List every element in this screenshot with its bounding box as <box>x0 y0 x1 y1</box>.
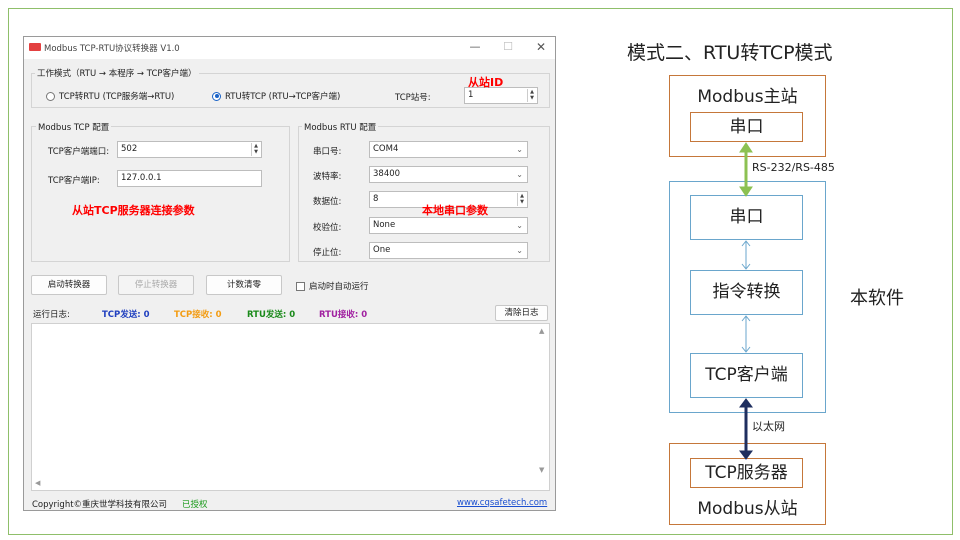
rtu-config-group <box>298 126 550 262</box>
autostart-label: 启动时自动运行 <box>309 282 369 292</box>
tcp-ip-label: TCP客户端IP: <box>48 176 100 186</box>
serial-port-value: COM4 <box>373 144 399 154</box>
mode-group <box>31 73 550 108</box>
master-serial-box: 串口 <box>690 112 803 142</box>
parity-value: None <box>373 220 396 230</box>
app-icon <box>29 43 41 51</box>
diagram-heading: 模式二、RTU转TCP模式 <box>627 42 833 64</box>
start-button[interactable]: 启动转换器 <box>31 275 107 295</box>
station-label: TCP站号: <box>395 93 431 103</box>
rtu-config-title: Modbus RTU 配置 <box>302 121 379 133</box>
autostart-checkbox[interactable]: 启动时自动运行 <box>296 280 369 292</box>
tcp-sent-counter: TCP发送: 0 <box>102 310 150 320</box>
radio-tcp-to-rtu[interactable]: TCP转RTU (TCP服务端→RTU) <box>46 90 174 102</box>
scroll-up-icon[interactable]: ▲ <box>539 327 545 335</box>
serial-port-select[interactable]: COM4 ⌄ <box>369 141 528 158</box>
master-title: Modbus主站 <box>697 87 798 107</box>
chevron-down-icon: ⌄ <box>516 221 523 230</box>
tcp-port-input[interactable]: 502 ▲▼ <box>117 141 262 158</box>
close-button[interactable]: ✕ <box>535 40 547 54</box>
minimize-button[interactable]: — <box>469 40 481 53</box>
license-status: 已授权 <box>182 500 208 510</box>
command-convert-box: 指令转换 <box>690 270 803 315</box>
rtu-sent-counter: RTU发送: 0 <box>247 310 296 320</box>
clear-log-button[interactable]: 清除日志 <box>495 305 548 321</box>
baud-select[interactable]: 38400 ⌄ <box>369 166 528 183</box>
status-bar: Copyright©重庆世学科技有限公司 已授权 www.cqsafetech.… <box>24 495 555 512</box>
slave-title: Modbus从站 <box>697 499 798 519</box>
tcp-ip-input[interactable]: 127.0.0.1 <box>117 170 262 187</box>
tcp-recv-counter: TCP接收: 0 <box>174 310 222 320</box>
tcp-client-box: TCP客户端 <box>690 353 803 398</box>
parity-select[interactable]: None ⌄ <box>369 217 528 234</box>
log-textarea[interactable]: ▲ ▼ ◀ <box>31 323 550 491</box>
databits-value: 8 <box>373 194 379 204</box>
baud-value: 38400 <box>373 169 401 179</box>
annotation-tcp-params: 从站TCP服务器连接参数 <box>72 204 195 217</box>
databits-label: 数据位: <box>313 197 342 207</box>
software-serial-box: 串口 <box>690 195 803 240</box>
radio-on-icon <box>212 91 221 101</box>
scroll-down-icon[interactable]: ▼ <box>539 466 545 474</box>
ethernet-label: 以太网 <box>752 420 785 433</box>
spinner-icon[interactable]: ▲▼ <box>517 193 526 206</box>
annotation-serial-params: 本地串口参数 <box>422 204 488 217</box>
databits-input[interactable]: 8 ▲▼ <box>369 191 528 208</box>
window-title: Modbus TCP-RTU协议转换器 V1.0 <box>44 44 180 54</box>
station-input[interactable]: 1 ▲▼ <box>464 87 538 104</box>
chevron-down-icon: ⌄ <box>516 246 523 255</box>
slide-frame <box>8 8 953 535</box>
serial-port-label: 串口号: <box>313 147 342 157</box>
tcp-ip-value: 127.0.0.1 <box>121 173 162 183</box>
annotation-slave-id: 从站ID <box>468 76 504 89</box>
tcp-server-label: TCP服务器 <box>705 463 788 483</box>
scroll-left-icon[interactable]: ◀ <box>35 479 41 487</box>
rs485-label: RS-232/RS-485 <box>752 161 835 174</box>
baud-label: 波特率: <box>313 172 342 182</box>
stopbits-select[interactable]: One ⌄ <box>369 242 528 259</box>
vertical-scrollbar[interactable]: ▲ ▼ <box>536 324 549 490</box>
log-label: 运行日志: <box>33 310 70 320</box>
stopbits-value: One <box>373 245 391 255</box>
parity-label: 校验位: <box>313 223 342 233</box>
mode-group-title: 工作模式（RTU → 本程序 → TCP客户端） <box>35 67 199 79</box>
tcp-client-label: TCP客户端 <box>705 365 788 385</box>
tcp-port-value: 502 <box>121 144 138 154</box>
station-value: 1 <box>468 90 474 100</box>
copyright-text: Copyright©重庆世学科技有限公司 <box>32 500 168 510</box>
radio-rtu-to-tcp[interactable]: RTU转TCP (RTU→TCP客户端) <box>212 90 340 102</box>
tcp-port-label: TCP客户端端口: <box>48 147 110 157</box>
maximize-button[interactable]: ☐ <box>503 40 513 53</box>
stop-button[interactable]: 停止转换器 <box>118 275 194 295</box>
stopbits-label: 停止位: <box>313 248 342 258</box>
software-serial-label: 串口 <box>729 207 764 227</box>
rtu-recv-counter: RTU接收: 0 <box>319 310 368 320</box>
title-bar: Modbus TCP-RTU协议转换器 V1.0 — ☐ ✕ <box>24 37 555 59</box>
tcp-config-group <box>31 126 290 262</box>
radio-off-icon <box>46 91 55 101</box>
tcp-config-title: Modbus TCP 配置 <box>36 121 112 133</box>
master-serial-label: 串口 <box>729 117 764 137</box>
radio-rtu-to-tcp-label: RTU转TCP (RTU→TCP客户端) <box>225 92 341 102</box>
software-label: 本软件 <box>850 288 904 309</box>
app-window: Modbus TCP-RTU协议转换器 V1.0 — ☐ ✕ 工作模式（RTU … <box>23 36 556 511</box>
checkbox-icon <box>296 281 305 291</box>
radio-tcp-to-rtu-label: TCP转RTU (TCP服务端→RTU) <box>59 92 175 102</box>
chevron-down-icon: ⌄ <box>516 145 523 154</box>
tcp-server-box: TCP服务器 <box>690 458 803 488</box>
command-convert-label: 指令转换 <box>712 282 781 302</box>
chevron-down-icon: ⌄ <box>516 170 523 179</box>
website-link[interactable]: www.cqsafetech.com <box>457 498 548 508</box>
reset-counter-button[interactable]: 计数清零 <box>206 275 282 295</box>
spinner-icon[interactable]: ▲▼ <box>251 143 260 156</box>
spinner-icon[interactable]: ▲▼ <box>527 89 536 102</box>
